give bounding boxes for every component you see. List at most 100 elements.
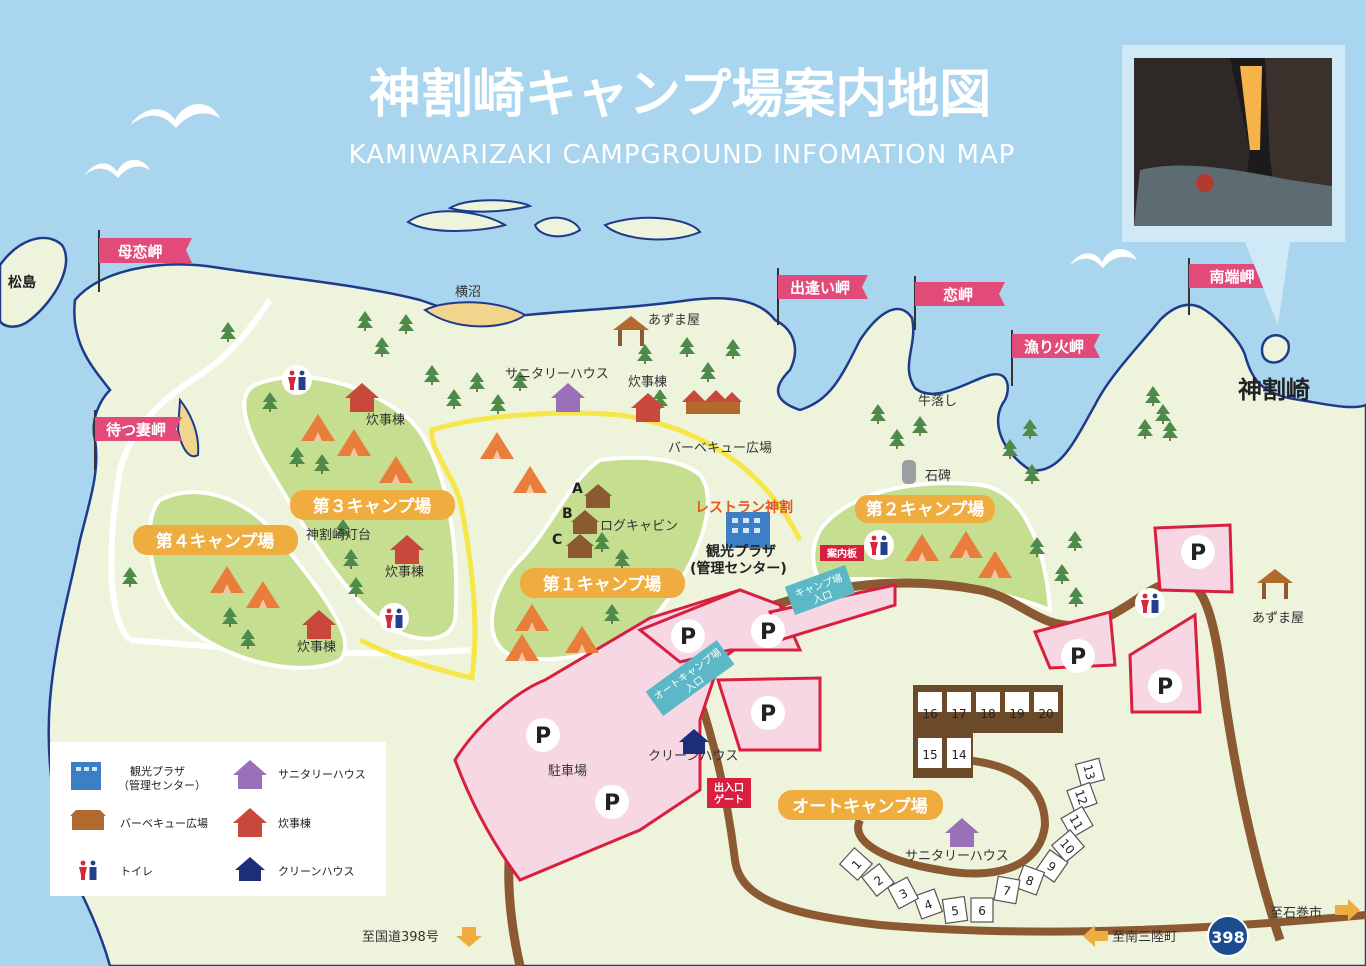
parking-mark: P [1190,541,1206,566]
arc-site: 5 [941,895,969,925]
arc-site: 10 [1050,829,1086,863]
log-cabins [566,484,612,558]
arc-site: 12 [1066,781,1098,813]
svg-text:案内板: 案内板 [826,547,858,560]
sanitary-label: サニタリーハウス [505,367,609,382]
plaza-sub-label: (管理センター) [690,560,787,577]
clean-house-label: クリーンハウス [648,749,738,764]
svg-text:南端岬: 南端岬 [1209,268,1254,286]
to-minamisanriku-label: 至南三陸町 [1112,929,1177,945]
arc-site: 6 [970,897,994,923]
toilet-icon [282,365,312,395]
site-number: 13 [1080,763,1097,781]
walking-paths [108,298,471,657]
legend-toilet-icon [73,855,103,885]
site-number: 4 [922,897,934,913]
site-number: 19 [1009,707,1024,721]
to-ishinomaki-label: 至石巻市 [1270,905,1322,921]
kamiwarizaki-label: 神割崎 [1238,376,1310,404]
parking-mark: P [1070,645,1086,670]
toilet-icon [864,530,894,560]
auto-loop-road [854,756,1050,878]
arc-site: 8 [1014,864,1046,896]
route-398-badge: 398 [1207,915,1249,957]
suiji-label: 炊事棟 [366,413,405,428]
matsushima-island [0,236,68,328]
site-number: 6 [978,904,986,918]
legend-plaza-sub-label: （管理センター） [118,778,206,792]
parking-right-b [1128,612,1202,714]
parking-mark: P [760,620,776,645]
matsushima-label: 松島 [8,274,36,291]
svg-text:恋岬: 恋岬 [943,286,973,304]
arc-site: 4 [912,888,944,920]
legend-plaza-icon [71,762,101,790]
svg-text:出逢い岬: 出逢い岬 [790,279,850,297]
azumaya-label: あずま屋 [648,313,700,328]
auto-camp-label: オートキャンプ場 [792,796,928,817]
arrow-down-icon [456,927,482,947]
parking-mark: P [760,702,776,727]
arc-site: 1 [838,846,874,882]
log-cabin-label: ログキャビン [600,519,678,534]
site-number: 14 [951,748,966,762]
to-route398-label: 至国道398号 [362,930,439,945]
site-number: 16 [922,707,937,721]
map-title-jp: 神割崎キャンプ場案内地図 [369,65,991,125]
parking-marks: P P P P P P P P [526,535,1215,819]
sanitary-label: サニタリーハウス [905,849,1009,864]
map-title-en: KAMIWARIZAKI CAMPGROUND INFOMATION MAP [349,140,1016,170]
kamiwarizaki-rock [1260,334,1291,364]
camp2-label: 第２キャンプ場 [866,499,985,520]
toilet-icon [379,603,409,633]
clean-house-icon [679,729,709,754]
legend-bbq-label: バーベキュー広場 [120,817,208,830]
arrow-right-icon [1335,899,1360,921]
auto-sites-grid: 16 17 18 19 20 15 14 [913,685,1063,778]
azumaya-label: あずま屋 [1252,611,1304,626]
plaza-label: 観光プラザ [706,543,776,560]
monument-icon [902,460,916,484]
suiji-label: 炊事棟 [297,640,336,655]
arc-site: 13 [1074,757,1106,787]
svg-text:待つ妻岬: 待つ妻岬 [106,421,166,439]
flag-deai: 出逢い岬 [777,268,868,325]
yokonuma-pond [423,301,527,328]
suiji-label: 炊事棟 [628,375,667,390]
arc-site: 11 [1060,805,1094,839]
legend-clean-icon [235,857,265,881]
seagull-icons [85,103,1137,268]
legend-clean-label: クリーンハウス [278,865,354,878]
svg-text:ゲート: ゲート [714,793,744,806]
legend-sanitary-label: サニタリーハウス [278,768,366,781]
info-board: 案内板 [820,545,864,561]
cabin-a-label: A [572,481,583,497]
camp3-label: 第３キャンプ場 [313,496,432,517]
cabin-b-label: B [562,506,573,522]
legend-suiji-label: 炊事棟 [278,816,311,830]
flag-bokoi: 母恋岬 [98,230,192,292]
site-number: 8 [1024,873,1036,889]
arrow-left-icon [1083,925,1108,947]
ushiotoshi-label: 牛落し [918,394,957,409]
site-number: 11 [1066,812,1086,832]
flag-matsutsuma: 待つ妻岬 [94,410,182,470]
legend-bbq-icon [70,810,106,830]
svg-text:母恋岬: 母恋岬 [117,243,162,261]
north-islets [406,199,702,241]
site-number: 20 [1038,707,1053,721]
camp1-label: 第１キャンプ場 [543,574,662,595]
flag-koi: 恋岬 [914,276,1005,330]
svg-text:398: 398 [1211,928,1244,947]
plaza-building-icon [726,512,770,548]
parking-mark: P [604,791,620,816]
cabin-c-label: C [552,532,562,548]
camp-labels: 第３キャンプ場 第４キャンプ場 第１キャンプ場 第２キャンプ場 オートキャンプ場 [133,490,995,820]
yellow-walk-path [358,410,803,682]
bbq-label: バーベキュー広場 [668,441,772,456]
flag-isaribi: 漁り火岬 [1011,330,1100,386]
restaurant-label: レストラン神割 [695,499,793,516]
parking-label: 駐車場 [548,764,587,779]
